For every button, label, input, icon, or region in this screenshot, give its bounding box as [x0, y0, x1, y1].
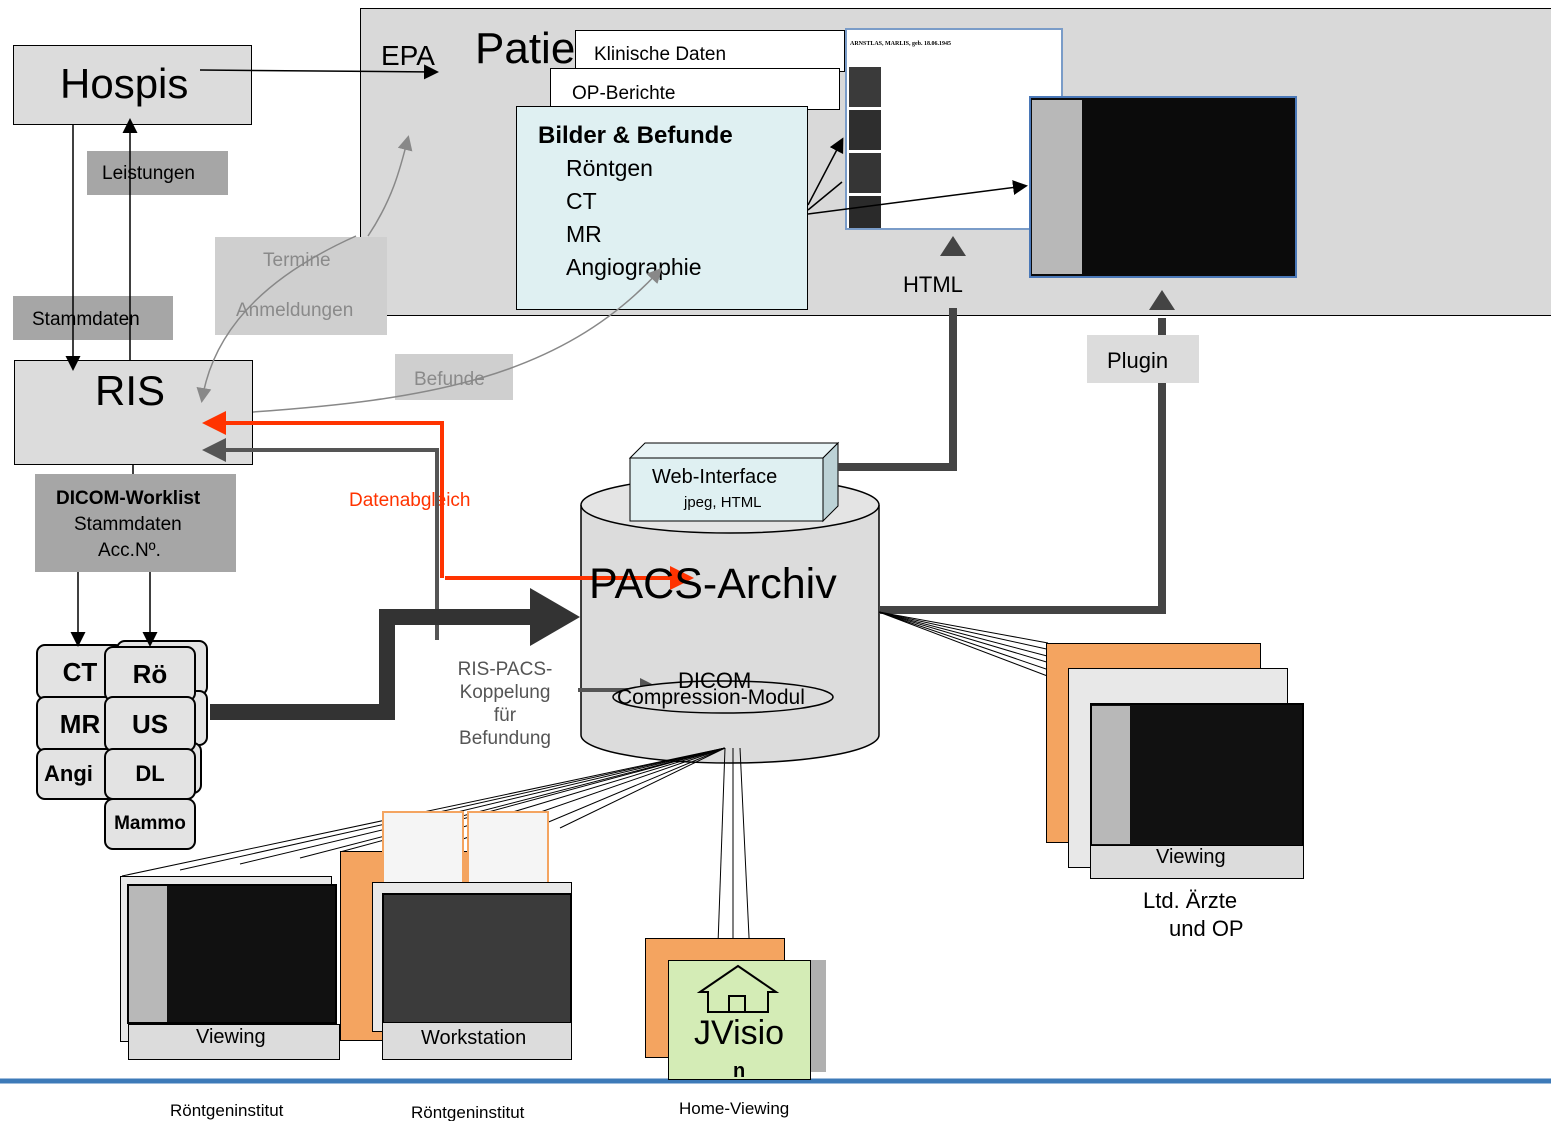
viewing-right-caption: Viewing [1156, 846, 1226, 868]
ct-modality-label: CT [62, 656, 98, 687]
stammdaten-label: Stammdaten [32, 309, 140, 330]
modality-mr: MR [566, 221, 602, 247]
modality-angiographie: Angiographie [566, 254, 702, 280]
angio-modality-label: Angi [44, 761, 93, 786]
projector-1 [382, 811, 464, 885]
roentgeninstitut-center: Röntgeninstitut [411, 1103, 525, 1121]
plugin-label: Plugin [1107, 348, 1169, 373]
dl-modality-label: DL [135, 761, 165, 786]
klinische-daten-label: Klinische Daten [594, 44, 727, 65]
leistungen-label-box [87, 151, 228, 195]
compression-modul-label: Compression-Modul [617, 686, 805, 709]
modality-rontgen: Röntgen [566, 155, 653, 181]
koppelung-line-4: Befundung [459, 728, 551, 749]
workstation-caption: Workstation [421, 1027, 527, 1049]
compression-ellipse [612, 680, 834, 714]
roentgeninstitut-left: Röntgeninstitut [170, 1101, 284, 1120]
leistungen-label: Leistungen [102, 163, 195, 184]
mammo-modality-unit[interactable]: Mammo [104, 798, 196, 850]
jvision-label: JVisio [694, 1014, 785, 1052]
modality-ct: CT [566, 188, 597, 214]
mr-modality-label: MR [59, 708, 101, 739]
dicom-label: DICOM [678, 668, 752, 693]
projector-2 [467, 811, 549, 885]
plugin-viewer-sidebar [1032, 100, 1082, 274]
dicom-worklist-title: DICOM-Worklist [56, 488, 201, 509]
stammdaten-label-box [13, 296, 173, 340]
dicom-worklist-acc: Acc.Nº. [98, 540, 161, 561]
web-interface-title: Web-Interface [652, 466, 778, 488]
card-op-berichte [550, 68, 840, 110]
koppelung-line-1: RIS-PACS- [457, 659, 553, 680]
viewing-left-caption: Viewing [196, 1026, 266, 1048]
dicom-worklist-box [35, 474, 236, 572]
hospis-label: Hospis [60, 60, 189, 107]
ris-label: RIS [95, 367, 166, 414]
workstation-photo [382, 893, 572, 1025]
web-document-header: ARNSTLAS, MARLIS, geb. 18.06.1945 [850, 41, 952, 47]
bilder-befunde-title: Bilder & Befunde [538, 122, 733, 149]
anmeldungen-label: Anmeldungen [236, 300, 354, 321]
fanout-left [121, 747, 753, 1001]
ltd-aerzte-label: Ltd. Ärzte [1143, 888, 1238, 913]
pacs-archiv-label: PACS-Archiv [589, 560, 837, 608]
viewing-left-sidebar [129, 886, 167, 1022]
termine-label-box [215, 237, 387, 335]
html-label: HTML [903, 272, 963, 297]
mammo-modality-label: Mammo [114, 813, 186, 834]
us-modality-unit[interactable]: US [104, 696, 196, 752]
web-thumb-3 [849, 153, 881, 193]
web-thumb-2 [849, 110, 881, 150]
befunde-label: Befunde [414, 369, 485, 390]
viewing-left-caption-box [128, 1024, 340, 1060]
koppelung-line-2: Koppelung [459, 682, 551, 703]
web-thumb-1 [849, 67, 881, 107]
termine-label: Termine [263, 250, 331, 271]
home-viewing-label: Home-Viewing [679, 1099, 790, 1118]
und-op-label: und OP [1169, 916, 1244, 941]
op-berichte-label: OP-Berichte [572, 83, 676, 104]
befunde-label-box [395, 354, 513, 400]
viewing-right-caption-box [1090, 845, 1304, 879]
koppelung-line-3: für [493, 705, 517, 726]
koppelung-label: RIS-PACS- Koppelung für Befundung [440, 658, 570, 750]
ro-modality-unit[interactable]: Rö [104, 646, 196, 702]
dl-modality-unit[interactable]: DL [104, 748, 196, 800]
plugin-label-box [1087, 335, 1199, 383]
us-modality-label: US [131, 708, 169, 739]
web-interface-subtitle: jpeg, HTML [684, 494, 762, 511]
web-interface-box-shape [628, 441, 840, 523]
jvision-label-n: n [733, 1060, 746, 1082]
ro-modality-label: Rö [132, 658, 168, 689]
web-thumb-4 [849, 196, 881, 228]
patient-label: Patie [475, 24, 576, 73]
workstation-caption-box [382, 1022, 572, 1060]
viewing-right-sidebar [1092, 706, 1130, 844]
dicom-worklist-stammdaten: Stammdaten [74, 514, 182, 535]
